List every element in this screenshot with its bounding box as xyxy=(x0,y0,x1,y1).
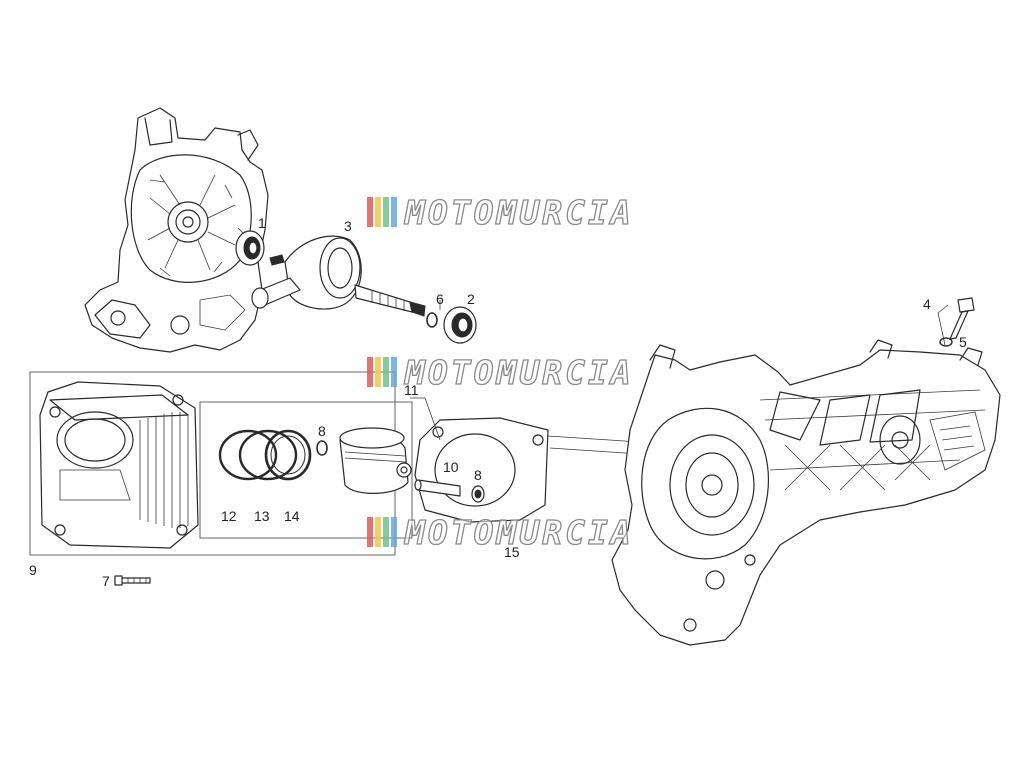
piston-rings xyxy=(218,429,312,481)
cylinder-base-gasket xyxy=(414,417,549,523)
bearing-2 xyxy=(443,306,477,344)
stripe-blue xyxy=(391,357,397,387)
left-crankcase-half xyxy=(84,107,269,353)
stripe-green xyxy=(383,197,389,227)
watermark-1: MOTOMURCIA xyxy=(367,192,634,232)
callout-10: 10 xyxy=(443,459,459,475)
callout-8a: 8 xyxy=(318,423,326,439)
piston xyxy=(339,427,412,494)
callout-1: 1 xyxy=(258,215,266,231)
washer-5 xyxy=(939,337,953,347)
callout-13: 13 xyxy=(254,508,270,524)
callout-8b: 8 xyxy=(474,467,482,483)
stripe-red xyxy=(367,517,373,547)
callout-9: 9 xyxy=(29,562,37,578)
callout-11: 11 xyxy=(404,382,419,398)
circlip-8 xyxy=(316,440,328,456)
stripe-red xyxy=(367,357,373,387)
cylinder xyxy=(39,381,199,549)
callout-2: 2 xyxy=(467,291,475,307)
crankshaft-3 xyxy=(251,235,426,317)
watermark-stripes xyxy=(367,357,397,387)
stripe-red xyxy=(367,197,373,227)
bolt-4 xyxy=(949,297,975,340)
stripe-blue xyxy=(391,197,397,227)
stripe-green xyxy=(383,357,389,387)
cylinder-kit-frame xyxy=(29,371,413,556)
watermark-text: MOTOMURCIA xyxy=(404,512,634,552)
watermark-2: MOTOMURCIA xyxy=(367,352,634,392)
watermark-text: MOTOMURCIA xyxy=(404,352,634,392)
washer-6 xyxy=(426,312,438,328)
circlip-8b xyxy=(471,485,485,503)
callout-14: 14 xyxy=(284,508,300,524)
main-crankcase xyxy=(611,339,1001,646)
watermark-stripes xyxy=(367,197,397,227)
callout-6: 6 xyxy=(436,291,444,307)
stripe-green xyxy=(383,517,389,547)
stripe-yellow xyxy=(375,197,381,227)
piston-pin-10 xyxy=(414,479,461,497)
callout-15: 15 xyxy=(504,544,520,560)
stripe-yellow xyxy=(375,357,381,387)
callout-4: 4 xyxy=(923,296,931,312)
callout-3: 3 xyxy=(344,218,352,234)
watermark-3: MOTOMURCIA xyxy=(367,512,634,552)
callout-5: 5 xyxy=(959,334,967,350)
stud-7 xyxy=(114,575,151,586)
bearing-1 xyxy=(235,230,265,266)
watermark-text: MOTOMURCIA xyxy=(404,192,634,232)
stripe-blue xyxy=(391,517,397,547)
callout-7: 7 xyxy=(102,573,110,589)
leader-lines xyxy=(410,300,949,455)
callout-12: 12 xyxy=(221,508,237,524)
watermark-stripes xyxy=(367,517,397,547)
stripe-yellow xyxy=(375,517,381,547)
